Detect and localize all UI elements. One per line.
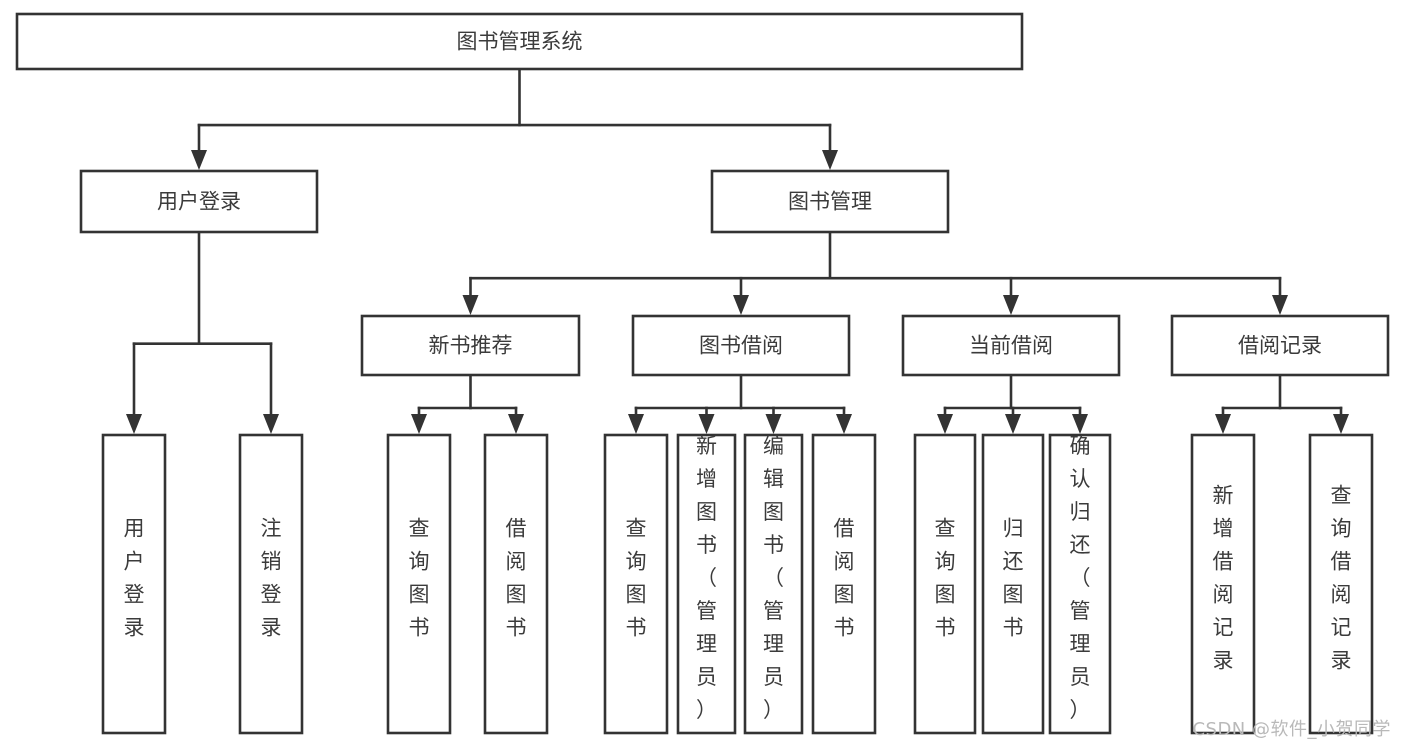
node-label: 用户登录 bbox=[124, 517, 145, 640]
node-box[interactable] bbox=[981, 433, 1045, 735]
node-box[interactable] bbox=[1190, 433, 1256, 735]
node-leaf-query-book-1[interactable]: 查询图书 bbox=[386, 433, 452, 735]
node-label: 查询图书 bbox=[409, 517, 430, 640]
node-label: 确认归还（管理员） bbox=[1070, 434, 1091, 722]
node-current-borrow[interactable]: 当前借阅 bbox=[901, 314, 1121, 377]
node-label: 新增借阅记录 bbox=[1213, 484, 1234, 673]
node-leaf-logout[interactable]: 注销登录 bbox=[238, 433, 304, 735]
node-box[interactable] bbox=[360, 314, 581, 377]
node-label: 查询借阅记录 bbox=[1331, 484, 1352, 673]
connector-group bbox=[937, 373, 1088, 434]
node-label: 图书管理系统 bbox=[457, 30, 583, 54]
arrow-head-icon bbox=[698, 414, 715, 434]
node-label: 注销登录 bbox=[261, 517, 282, 640]
arrow-head-icon bbox=[628, 414, 644, 434]
node-new-book-rec[interactable]: 新书推荐 bbox=[360, 314, 581, 377]
connector-group bbox=[628, 373, 852, 434]
node-box[interactable] bbox=[101, 433, 167, 735]
node-book-borrow[interactable]: 图书借阅 bbox=[631, 314, 851, 377]
node-user-login[interactable]: 用户登录 bbox=[79, 169, 319, 234]
connector-group bbox=[191, 67, 838, 170]
node-label: 借阅图书 bbox=[506, 517, 527, 640]
node-label: 查询图书 bbox=[626, 517, 647, 640]
node-box[interactable] bbox=[631, 314, 851, 377]
watermark: CSDN @软件_小贺同学 bbox=[1192, 719, 1391, 740]
node-box[interactable] bbox=[1170, 314, 1390, 377]
arrow-head-icon bbox=[733, 295, 749, 315]
node-label: 借阅图书 bbox=[834, 517, 855, 640]
node-book-manage[interactable]: 图书管理 bbox=[710, 169, 950, 234]
connector-group bbox=[1215, 373, 1349, 434]
node-leaf-borrow-book-1[interactable]: 借阅图书 bbox=[483, 433, 549, 735]
node-box[interactable] bbox=[483, 433, 549, 735]
connector-group bbox=[411, 373, 524, 434]
node-leaf-query-book-2[interactable]: 查询图书 bbox=[603, 433, 669, 735]
connector-layer bbox=[126, 67, 1349, 434]
node-label: 编辑图书（管理员） bbox=[763, 434, 784, 722]
arrow-head-icon bbox=[263, 414, 279, 434]
node-box[interactable] bbox=[15, 12, 1024, 71]
node-label: 新增图书（管理员） bbox=[696, 434, 717, 722]
arrow-head-icon bbox=[1272, 295, 1288, 315]
node-label: 用户登录 bbox=[157, 190, 241, 214]
node-box[interactable] bbox=[1048, 433, 1112, 735]
node-label: 新书推荐 bbox=[429, 334, 513, 358]
node-leaf-edit-book[interactable]: 编辑图书（管理员） bbox=[743, 433, 804, 735]
arrow-head-icon bbox=[1215, 414, 1231, 434]
node-leaf-add-book[interactable]: 新增图书（管理员） bbox=[676, 433, 737, 735]
arrow-head-icon bbox=[126, 414, 142, 434]
arrow-head-icon bbox=[822, 150, 838, 170]
arrow-head-icon bbox=[1333, 414, 1349, 434]
arrow-head-icon bbox=[411, 414, 427, 434]
node-layer: 图书管理系统用户登录图书管理新书推荐图书借阅当前借阅借阅记录用户登录注销登录查询… bbox=[15, 12, 1390, 735]
node-box[interactable] bbox=[710, 169, 950, 234]
node-leaf-query-book-3[interactable]: 查询图书 bbox=[913, 433, 977, 735]
node-box[interactable] bbox=[1308, 433, 1374, 735]
node-leaf-user-login[interactable]: 用户登录 bbox=[101, 433, 167, 735]
node-box[interactable] bbox=[79, 169, 319, 234]
node-leaf-borrow-book-2[interactable]: 借阅图书 bbox=[811, 433, 877, 735]
arrow-head-icon bbox=[765, 414, 782, 434]
node-box[interactable] bbox=[676, 433, 737, 735]
arrow-head-icon bbox=[937, 414, 953, 434]
node-box[interactable] bbox=[386, 433, 452, 735]
node-leaf-return-book[interactable]: 归还图书 bbox=[981, 433, 1045, 735]
node-label: 图书借阅 bbox=[699, 334, 783, 358]
arrow-head-icon bbox=[462, 295, 479, 315]
node-label: 图书管理 bbox=[788, 190, 872, 214]
node-label: 查询图书 bbox=[935, 517, 956, 640]
node-borrow-record[interactable]: 借阅记录 bbox=[1170, 314, 1390, 377]
arrow-head-icon bbox=[836, 414, 852, 434]
node-leaf-confirm-return[interactable]: 确认归还（管理员） bbox=[1048, 433, 1112, 735]
connector-group bbox=[126, 230, 279, 434]
arrow-head-icon bbox=[1072, 414, 1088, 434]
node-box[interactable] bbox=[913, 433, 977, 735]
node-leaf-add-record[interactable]: 新增借阅记录 bbox=[1190, 433, 1256, 735]
node-box[interactable] bbox=[603, 433, 669, 735]
node-root[interactable]: 图书管理系统 bbox=[15, 12, 1024, 71]
connector-group bbox=[462, 230, 1288, 315]
arrow-head-icon bbox=[1003, 295, 1019, 315]
node-box[interactable] bbox=[238, 433, 304, 735]
node-box[interactable] bbox=[901, 314, 1121, 377]
arrow-head-icon bbox=[508, 414, 524, 434]
node-label: 借阅记录 bbox=[1238, 334, 1322, 358]
node-box[interactable] bbox=[743, 433, 804, 735]
arrow-head-icon bbox=[1005, 414, 1021, 434]
node-leaf-query-record[interactable]: 查询借阅记录 bbox=[1308, 433, 1374, 735]
arrow-head-icon bbox=[191, 150, 207, 170]
node-box[interactable] bbox=[811, 433, 877, 735]
node-label: 当前借阅 bbox=[969, 334, 1053, 358]
node-label: 归还图书 bbox=[1003, 517, 1024, 640]
